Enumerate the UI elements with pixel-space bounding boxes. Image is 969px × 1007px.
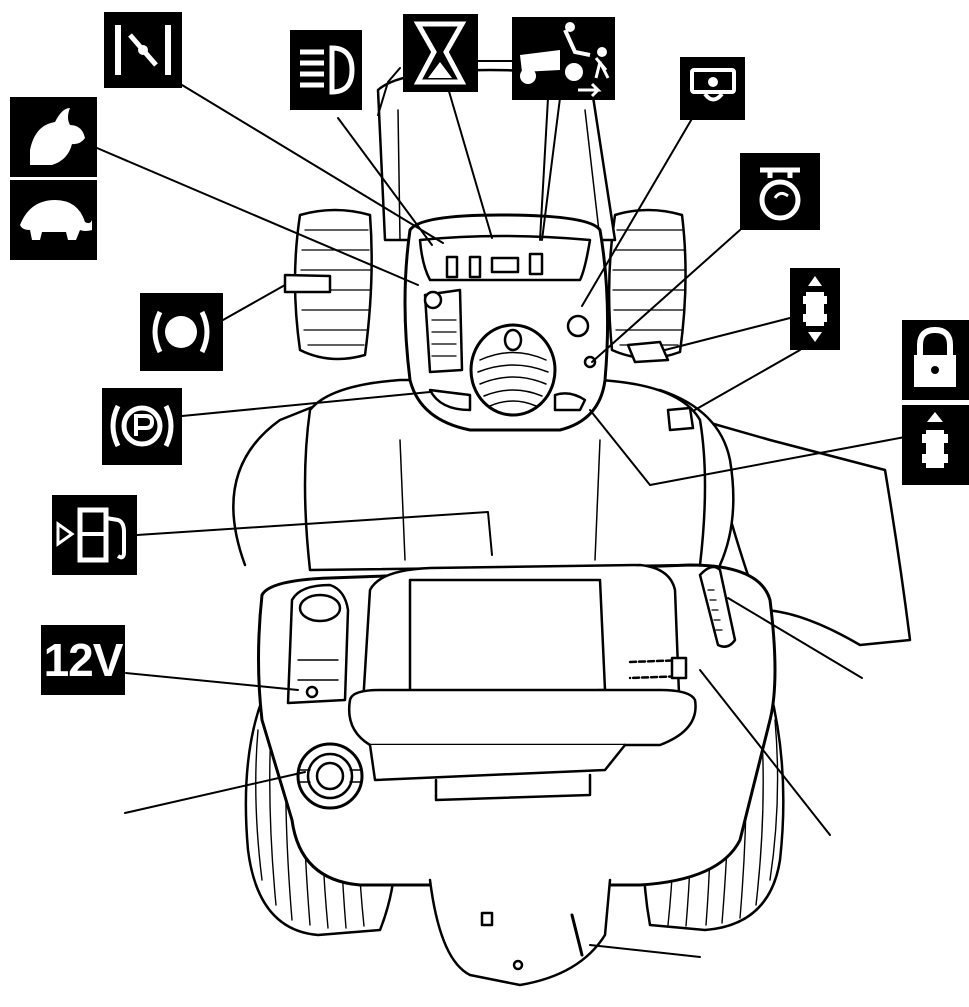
fuel-gauge-icon — [52, 495, 137, 575]
parking-brake-icon — [102, 388, 182, 465]
height-lever — [698, 565, 737, 648]
drive-pedal-icon — [790, 268, 840, 350]
right-front-wheel — [607, 208, 687, 360]
fuel-cap — [296, 742, 364, 810]
discharge-chute — [698, 418, 912, 647]
drive-pedal — [626, 340, 670, 364]
ignition-icon — [740, 153, 820, 230]
throttle-fast-icon — [10, 97, 97, 177]
reverse-mowing-icon — [512, 17, 615, 100]
cutting-blade-engage-icon — [680, 57, 745, 120]
headlight-icon — [290, 30, 362, 110]
tractor-illustration — [232, 68, 912, 987]
choke-icon — [104, 12, 182, 88]
tow-hitch-plate — [428, 878, 612, 987]
forward-drive-icon — [902, 405, 969, 485]
throttle-slow-icon — [10, 180, 97, 260]
left-front-wheel — [293, 208, 373, 361]
seat-back-rail — [347, 688, 697, 747]
brake-pedal-icon — [140, 293, 223, 371]
power-outlet-icon: 12V — [41, 625, 125, 695]
leader-lines — [96, 60, 906, 958]
lock-icon — [902, 320, 969, 400]
hour-meter-icon — [403, 14, 478, 92]
